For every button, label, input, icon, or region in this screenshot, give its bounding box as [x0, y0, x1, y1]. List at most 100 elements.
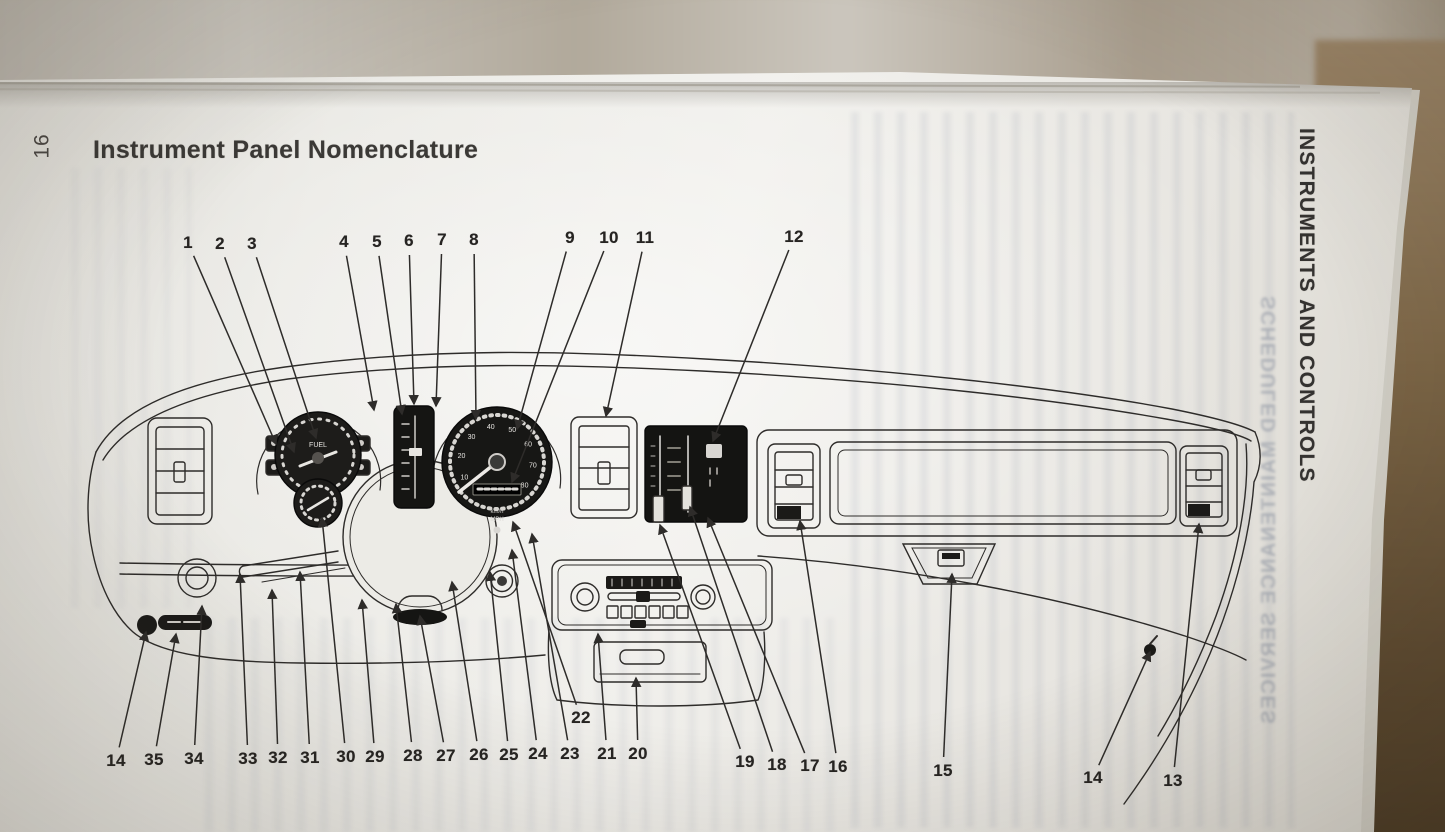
leader-line-30	[317, 516, 346, 744]
leader-line-20	[630, 676, 642, 741]
callout-27: 27	[436, 746, 456, 765]
callout-7: 7	[437, 230, 447, 249]
callout-17: 17	[800, 756, 820, 775]
callout-10: 10	[599, 228, 619, 247]
speedo-number-60: 60	[524, 442, 532, 449]
leader-line-11	[602, 251, 643, 418]
callout-26: 26	[469, 745, 489, 764]
callout-1: 1	[183, 233, 193, 252]
leader-line-9	[514, 251, 567, 431]
heater-slider-lever	[681, 485, 693, 511]
glovebox-latch	[901, 543, 997, 585]
leader-line-24	[507, 548, 537, 741]
leader-line-5	[378, 255, 406, 416]
callout-31: 31	[300, 748, 320, 767]
leader-line-16	[796, 519, 837, 754]
speedo-number-10: 10	[460, 475, 468, 482]
leader-line-4	[345, 255, 378, 412]
callout-9: 9	[565, 228, 575, 247]
callout-35: 35	[144, 750, 164, 769]
climate-control-panel	[644, 425, 748, 523]
leader-line-28	[391, 602, 413, 743]
callout-29: 29	[365, 747, 385, 766]
leader-line-31	[295, 570, 310, 745]
radio-preset-buttons	[606, 605, 689, 619]
leader-line-14	[118, 630, 150, 748]
fuel-gauge: FUEL	[265, 411, 371, 528]
speedo-number-20: 20	[458, 453, 466, 460]
callout-25: 25	[499, 745, 519, 764]
callout-23: 23	[560, 744, 580, 763]
radio-volume-knob	[570, 582, 600, 612]
leader-line-23	[528, 532, 569, 741]
speedo-number-70: 70	[529, 463, 537, 470]
leader-line-32	[267, 588, 279, 745]
leader-line-21	[593, 632, 607, 741]
leader-line-7	[431, 253, 443, 408]
callout-leader-lines	[118, 249, 1204, 768]
dimmer-knob	[137, 615, 157, 635]
speedo-number-80: 80	[521, 483, 529, 490]
trip-reset-knob	[493, 526, 501, 534]
leader-line-13	[1173, 522, 1204, 768]
radio	[551, 559, 773, 631]
center-air-vent	[570, 416, 638, 519]
radio-tuning-knob	[690, 584, 716, 610]
leader-line-33	[235, 572, 249, 746]
callout-14: 14	[1083, 768, 1103, 787]
fuel-label: FUEL	[309, 442, 327, 449]
speedo-number-50: 50	[508, 427, 516, 434]
callout-13: 13	[1163, 771, 1183, 790]
headlight-switch-knob	[177, 558, 217, 598]
callout-30: 30	[336, 747, 356, 766]
speedo-number-30: 30	[468, 434, 476, 441]
speed-units-mph: MPH	[490, 517, 503, 523]
ashtray	[593, 641, 707, 683]
leader-line-17	[706, 516, 806, 754]
callout-12: 12	[784, 227, 804, 246]
callout-22: 22	[571, 708, 591, 727]
callout-28: 28	[403, 746, 423, 765]
leader-line-25	[485, 570, 509, 742]
leader-line-12	[711, 249, 790, 443]
passenger-air-vent	[767, 443, 821, 529]
callout-33: 33	[238, 749, 258, 768]
callout-5: 5	[372, 232, 382, 251]
leader-line-22	[510, 520, 578, 706]
leader-line-1	[192, 255, 278, 446]
turn-signal-stalk	[238, 550, 346, 583]
page-edge-shadow	[0, 82, 1412, 108]
driver-air-vent	[147, 417, 213, 525]
callout-24: 24	[528, 744, 548, 763]
callout-6: 6	[404, 231, 414, 250]
callout-3: 3	[247, 234, 257, 253]
leader-line-15	[942, 572, 957, 758]
callout-16: 16	[828, 757, 848, 776]
speedo-number-40: 40	[487, 424, 495, 431]
callout-18: 18	[767, 755, 787, 774]
callout-19: 19	[735, 752, 755, 771]
radio-dial	[606, 576, 682, 589]
dashboard-line-art: FUEL 10 20 30 40	[87, 351, 1261, 805]
leader-line-6	[408, 254, 419, 406]
lower-dash-screw	[1144, 635, 1158, 656]
page-title: Instrument Panel Nomenclature	[93, 136, 479, 164]
callout-11: 11	[635, 228, 655, 247]
callout-15: 15	[933, 761, 953, 780]
callout-2: 2	[215, 234, 225, 253]
leader-line-35	[155, 632, 180, 747]
leader-line-18	[687, 505, 774, 752]
leader-line-19	[658, 523, 741, 750]
leader-line-29	[357, 598, 375, 744]
right-end-air-vent	[1179, 445, 1229, 527]
leader-line-3	[255, 257, 319, 440]
leader-line-34	[193, 604, 207, 746]
callout-14: 14	[106, 751, 126, 770]
leader-line-27	[416, 614, 445, 743]
release-handle	[158, 615, 212, 630]
speedometer-numbers: 10 20 30 40 50 60 70 80	[458, 424, 537, 490]
